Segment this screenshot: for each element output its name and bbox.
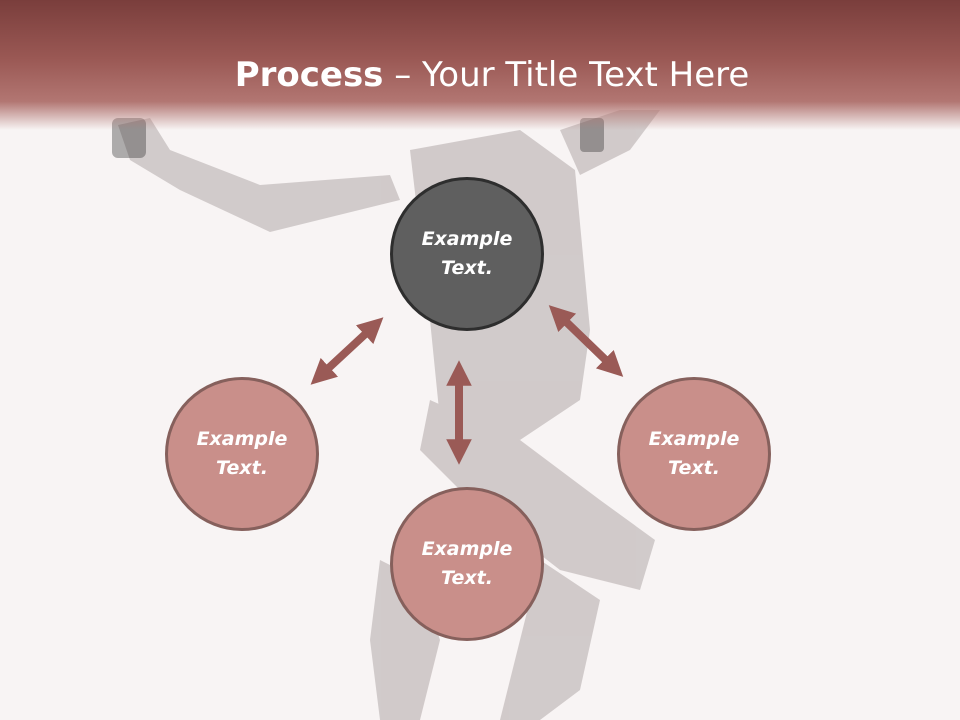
double-arrow-icon [310, 317, 384, 385]
title-rest: – Your Title Text Here [383, 55, 750, 95]
double-arrow-icon [548, 305, 624, 377]
slide-title: Process – Your Title Text Here [0, 54, 960, 96]
title-strong: Process [234, 55, 384, 95]
title-banner [0, 0, 960, 130]
